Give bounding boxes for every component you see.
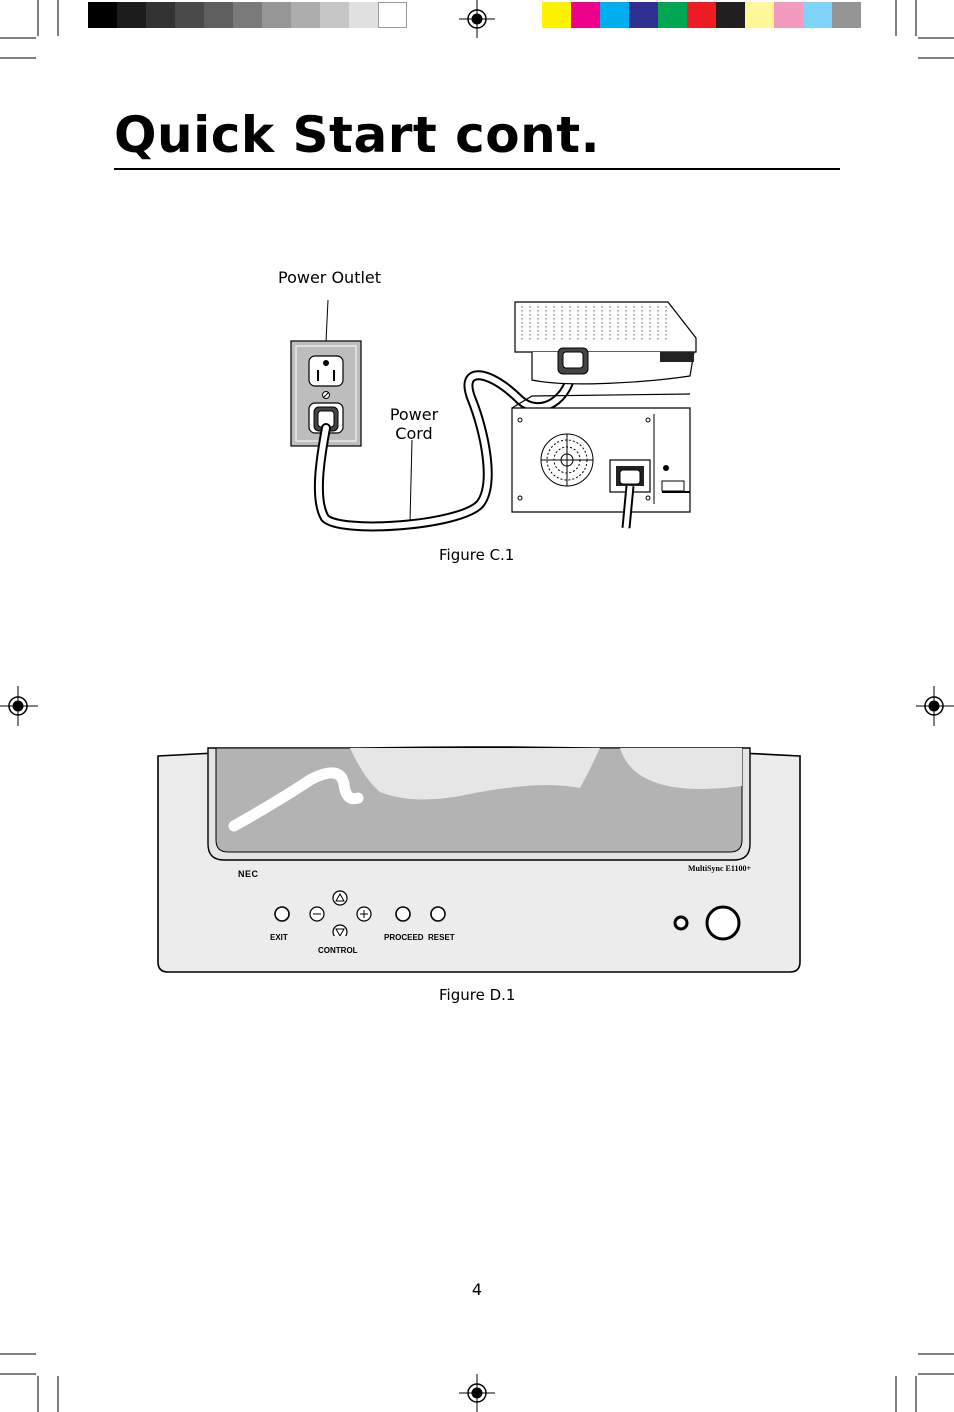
color-swatch [774, 2, 803, 28]
gray-swatch [175, 2, 204, 28]
color-swatch [542, 2, 571, 28]
gray-swatch [233, 2, 262, 28]
color-swatch [745, 2, 774, 28]
color-swatch [629, 2, 658, 28]
power-cord-label: Power Cord [380, 405, 448, 443]
gray-swatch [378, 2, 407, 28]
reset-label: RESET [428, 933, 455, 942]
color-swatch [803, 2, 832, 28]
power-button [705, 905, 741, 941]
power-cord-label-line2: Cord [395, 424, 433, 443]
gray-swatch [320, 2, 349, 28]
down-button [332, 924, 348, 936]
control-label: CONTROL [318, 946, 358, 955]
brand-logo: NEC [238, 869, 259, 879]
color-swatch [687, 2, 716, 28]
color-swatch [658, 2, 687, 28]
page-title: Quick Start cont. [114, 106, 601, 164]
registration-mark-right [916, 686, 954, 726]
gray-swatch [204, 2, 233, 28]
gray-swatch [117, 2, 146, 28]
exit-label: EXIT [270, 933, 288, 942]
color-swatch [600, 2, 629, 28]
reset-button [430, 906, 446, 922]
figure-c1-illustration [290, 299, 697, 532]
color-swatch [571, 2, 600, 28]
gray-swatch [262, 2, 291, 28]
registration-mark-top [459, 0, 495, 38]
power-cord-label-line1: Power [389, 405, 439, 424]
gray-swatch [349, 2, 378, 28]
title-underline [114, 168, 840, 170]
gray-swatch [291, 2, 320, 28]
proceed-label: PROCEED [384, 933, 424, 942]
figure-c1-caption: Figure C.1 [439, 546, 515, 564]
page-number: 4 [471, 1280, 483, 1299]
monitor-screen [215, 747, 743, 853]
exit-button [274, 906, 290, 922]
figure-d1-illustration [157, 746, 801, 973]
color-swatch [832, 2, 861, 28]
print-color-bar [0, 0, 954, 40]
model-name: MultiSync E1100+ [688, 864, 752, 873]
front-control-buttons [274, 890, 446, 936]
registration-mark-left [0, 686, 38, 726]
gray-swatch [146, 2, 175, 28]
power-led-icon [673, 915, 689, 931]
registration-mark-bottom [459, 1374, 495, 1412]
power-outlet-label: Power Outlet [278, 268, 382, 287]
gray-swatch [88, 2, 117, 28]
figure-d1-caption: Figure D.1 [439, 986, 516, 1004]
proceed-button [395, 906, 411, 922]
color-swatch [716, 2, 745, 28]
